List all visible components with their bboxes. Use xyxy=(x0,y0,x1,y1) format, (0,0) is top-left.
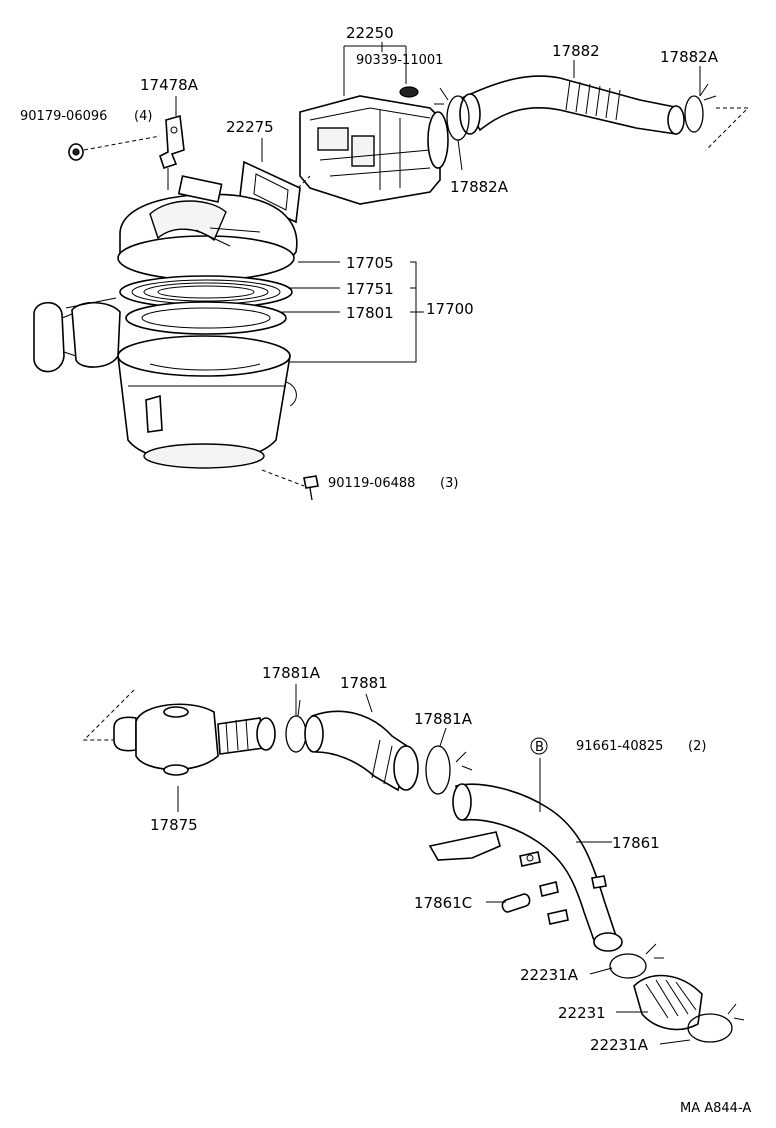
label-22231A-lower: 22231A xyxy=(590,1036,649,1054)
hose-clamp-17881A-left xyxy=(285,715,307,753)
air-cleaner-cap-17705 xyxy=(117,175,298,281)
label-90179-qty: (4) xyxy=(134,109,152,124)
label-17861C: 17861C xyxy=(414,894,472,912)
grommet-17861C xyxy=(501,893,531,913)
resonator-17875 xyxy=(113,703,276,776)
hose-clamp-22231A-upper xyxy=(609,953,647,979)
callout-labels: 22250 90339-11001 17882 17882A 17478A 90… xyxy=(20,24,751,1116)
label-22231A-upper: 22231A xyxy=(520,966,579,984)
intake-pipe-17861 xyxy=(428,783,623,952)
label-17882: 17882 xyxy=(552,42,600,60)
inlet-duct xyxy=(33,301,121,373)
air-hose-22231 xyxy=(633,974,703,1031)
label-17875: 17875 xyxy=(150,816,198,834)
plug-90339 xyxy=(399,86,419,98)
marker-b: B xyxy=(535,740,544,755)
label-90339: 90339-11001 xyxy=(356,53,443,68)
label-22231: 22231 xyxy=(558,1004,606,1022)
bolt-90119 xyxy=(303,475,319,501)
label-17751: 17751 xyxy=(346,280,394,298)
label-90119: 90119-06488 xyxy=(328,476,415,491)
hose-clamp-17881A-right xyxy=(425,745,451,795)
label-17801: 17801 xyxy=(346,304,394,322)
air-hose-17882 xyxy=(459,75,685,135)
label-22250: 22250 xyxy=(346,24,394,42)
callout-leaders-upper xyxy=(65,42,701,363)
inner-ring-17801 xyxy=(125,301,287,335)
label-91661-qty: (2) xyxy=(688,739,706,754)
gasket-22275 xyxy=(239,160,301,224)
label-91661: 91661-40825 xyxy=(576,739,663,754)
marker-b-circle xyxy=(530,737,548,755)
label-17882A-top: 17882A xyxy=(660,48,719,66)
bracket-17478A xyxy=(159,114,185,190)
air-hose-17881 xyxy=(304,710,419,792)
hose-clamp-22231A-lower xyxy=(687,1013,733,1043)
label-17881A-left: 17881A xyxy=(262,664,321,682)
label-17881: 17881 xyxy=(340,674,388,692)
label-90119-qty: (3) xyxy=(440,476,458,491)
nut-90179 xyxy=(68,143,84,161)
label-17882A-mid: 17882A xyxy=(450,178,509,196)
air-cleaner-case xyxy=(117,335,297,469)
footer-code: MA A844-A xyxy=(680,1101,751,1116)
label-17861: 17861 xyxy=(612,834,660,852)
hose-clamp-17882A-top xyxy=(684,95,704,133)
label-22275: 22275 xyxy=(226,118,274,136)
callout-leaders-lower xyxy=(177,684,691,1045)
label-17478A: 17478A xyxy=(140,76,199,94)
label-17881A-right: 17881A xyxy=(414,710,473,728)
air-flow-meter-22250 xyxy=(299,95,449,205)
label-17705: 17705 xyxy=(346,254,394,272)
label-90179: 90179-06096 xyxy=(20,109,107,124)
label-17700: 17700 xyxy=(426,300,474,318)
